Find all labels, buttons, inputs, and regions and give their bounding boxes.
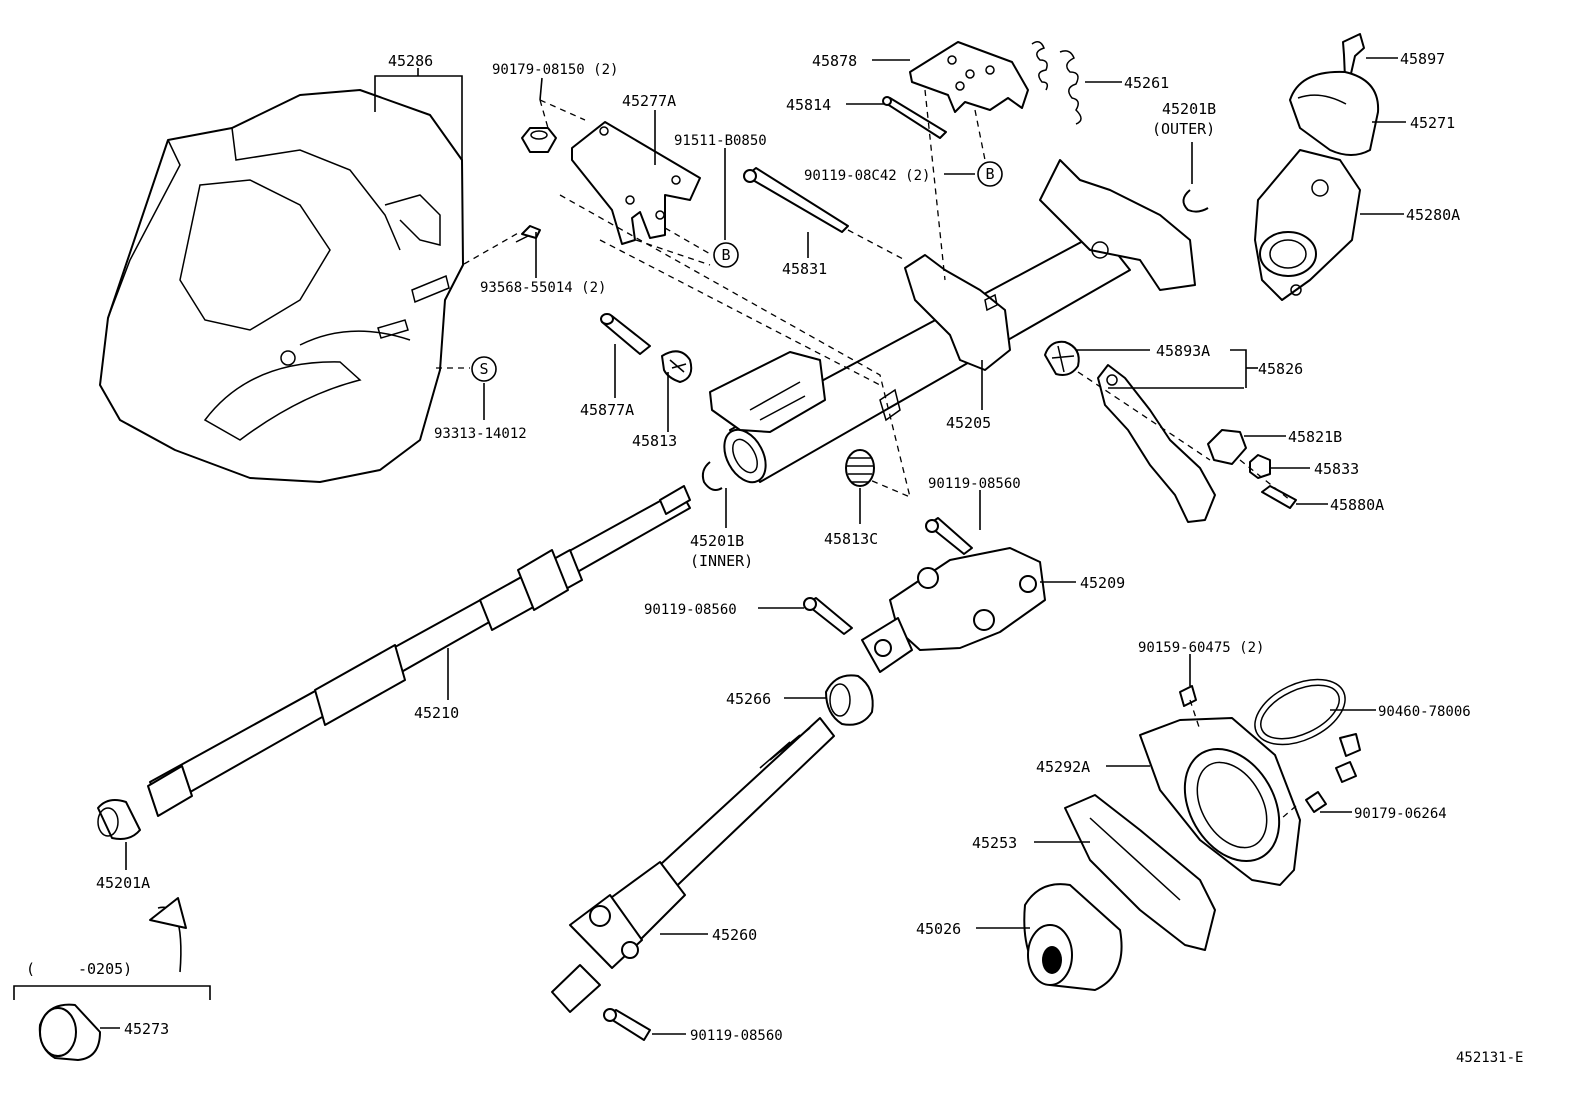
label-45813C: 45813C [824, 530, 878, 548]
label-90119-08560-top: 90119-08560 [928, 476, 1021, 492]
small-parts-drawing [600, 313, 693, 383]
label-45201B-inner: 45201B [690, 532, 744, 550]
label-45261: 45261 [1124, 74, 1169, 92]
dust-seal-group-drawing [1023, 678, 1361, 991]
label-45209: 45209 [1080, 574, 1125, 592]
label-91511-B0850: 91511-B0850 [674, 133, 767, 149]
label-45201A: 45201A [96, 874, 150, 892]
label-45826: 45826 [1258, 360, 1303, 378]
main-shaft-drawing [147, 485, 691, 817]
label-45026: 45026 [916, 920, 961, 938]
column-bracket-drawing [515, 121, 701, 245]
part-labels: 45286 90179-08150 (2) 45277A 91511-B0850… [26, 50, 1523, 1066]
ref-circle-b-1 [713, 242, 739, 268]
diagram-id: 452131-E [1456, 1050, 1523, 1066]
label-45814: 45814 [786, 96, 831, 114]
label-90119-08C42: 90119-08C42 (2) [804, 168, 930, 184]
label-45253: 45253 [972, 834, 1017, 852]
label-45831: 45831 [782, 260, 827, 278]
assembly-dashed-lines [436, 89, 1297, 819]
date-range-end: -0205) [78, 960, 132, 978]
label-45205: 45205 [946, 414, 991, 432]
label-90460-78006: 90460-78006 [1378, 704, 1471, 720]
label-90159-60475: 90159-60475 (2) [1138, 640, 1264, 656]
column-tube-drawing [709, 159, 1196, 484]
label-45260: 45260 [712, 926, 757, 944]
upper-u-joint-drawing [803, 517, 1046, 673]
leader-lines [100, 57, 1406, 1035]
bushing-drawing [701, 449, 875, 491]
label-45813: 45813 [632, 432, 677, 450]
label-45280A: 45280A [1406, 206, 1460, 224]
label-45821B: 45821B [1288, 428, 1342, 446]
label-45273: 45273 [124, 1020, 169, 1038]
label-45292A: 45292A [1036, 758, 1090, 776]
snap-ring-outer-drawing [1182, 189, 1209, 213]
label-45201B-outer: 45201B [1162, 100, 1216, 118]
label-45897: 45897 [1400, 50, 1445, 68]
bushing-a-drawing [97, 799, 187, 973]
column-cover-drawing [99, 89, 464, 483]
label-45271: 45271 [1410, 114, 1455, 132]
label-45201B-outer-note: (OUTER) [1152, 120, 1215, 138]
label-90119-08560-mid: 90119-08560 [644, 602, 737, 618]
label-90179-08150: 90179-08150 (2) [492, 62, 618, 78]
label-45833: 45833 [1314, 460, 1359, 478]
label-45266: 45266 [726, 690, 771, 708]
tilt-bracket-drawing [743, 41, 1082, 233]
ref-b-1-label: B [721, 246, 730, 264]
label-45880A: 45880A [1330, 496, 1384, 514]
label-93313-14012: 93313-14012 [434, 426, 527, 442]
label-45893A: 45893A [1156, 342, 1210, 360]
label-45277A: 45277A [622, 92, 676, 110]
intermediate-shaft-drawing [551, 717, 835, 1041]
date-range-box [13, 985, 211, 1061]
reference-markers: B B S [471, 161, 1003, 382]
label-90119-08560-bottom: 90119-08560 [690, 1028, 783, 1044]
label-90179-06264: 90179-06264 [1354, 806, 1447, 822]
coupling-bushing-drawing [825, 674, 874, 726]
label-45286: 45286 [388, 52, 433, 70]
lock-housing-drawing [1254, 33, 1380, 301]
label-45210: 45210 [414, 704, 459, 722]
ref-circle-s [471, 356, 497, 382]
label-45878: 45878 [812, 52, 857, 70]
ref-b-2-label: B [985, 165, 994, 183]
ref-circle-b-2 [977, 161, 1003, 187]
date-range-open: ( [26, 960, 35, 978]
label-45201B-inner-note: (INNER) [690, 552, 753, 570]
label-93568-55014: 93568-55014 (2) [480, 280, 606, 296]
label-45877A: 45877A [580, 401, 634, 419]
ref-s-label: S [479, 360, 488, 378]
